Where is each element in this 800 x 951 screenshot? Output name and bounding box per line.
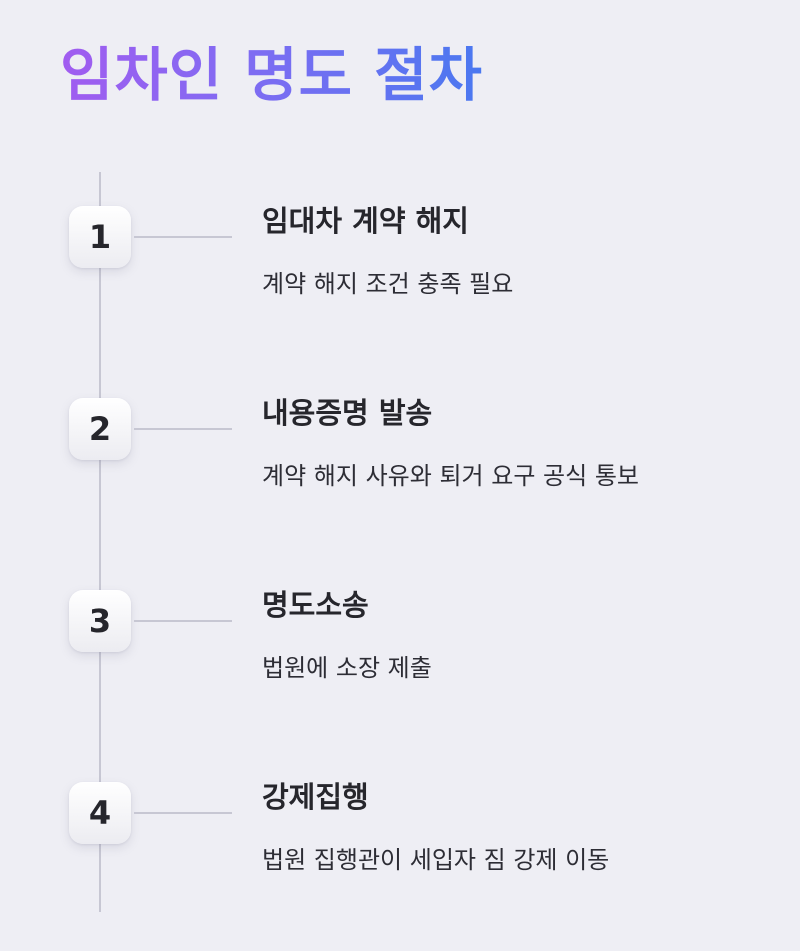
- step-title: 명도소송: [262, 588, 369, 622]
- step-connector: [134, 428, 232, 430]
- timeline-line: [99, 172, 101, 912]
- step-description: 법원에 소장 제출: [262, 654, 432, 682]
- step-title: 강제집행: [262, 780, 369, 814]
- step-description: 계약 해지 조건 충족 필요: [262, 270, 514, 298]
- step-title: 내용증명 발송: [262, 396, 433, 430]
- step-number-badge: 3: [69, 590, 131, 652]
- page-title: 임차인 명도 절차: [60, 41, 483, 109]
- timeline-step: 3 명도소송 법원에 소장 제출: [0, 588, 800, 710]
- timeline-step: 4 강제집행 법원 집행관이 세입자 짐 강제 이동: [0, 780, 800, 902]
- step-connector: [134, 620, 232, 622]
- timeline-step: 1 임대차 계약 해지 계약 해지 조건 충족 필요: [0, 204, 800, 326]
- step-description: 계약 해지 사유와 퇴거 요구 공식 통보: [262, 462, 639, 490]
- step-title: 임대차 계약 해지: [262, 204, 469, 238]
- step-number-badge: 4: [69, 782, 131, 844]
- step-number-badge: 2: [69, 398, 131, 460]
- step-number-badge: 1: [69, 206, 131, 268]
- step-description: 법원 집행관이 세입자 짐 강제 이동: [262, 846, 610, 874]
- step-connector: [134, 812, 232, 814]
- step-connector: [134, 236, 232, 238]
- timeline-step: 2 내용증명 발송 계약 해지 사유와 퇴거 요구 공식 통보: [0, 396, 800, 518]
